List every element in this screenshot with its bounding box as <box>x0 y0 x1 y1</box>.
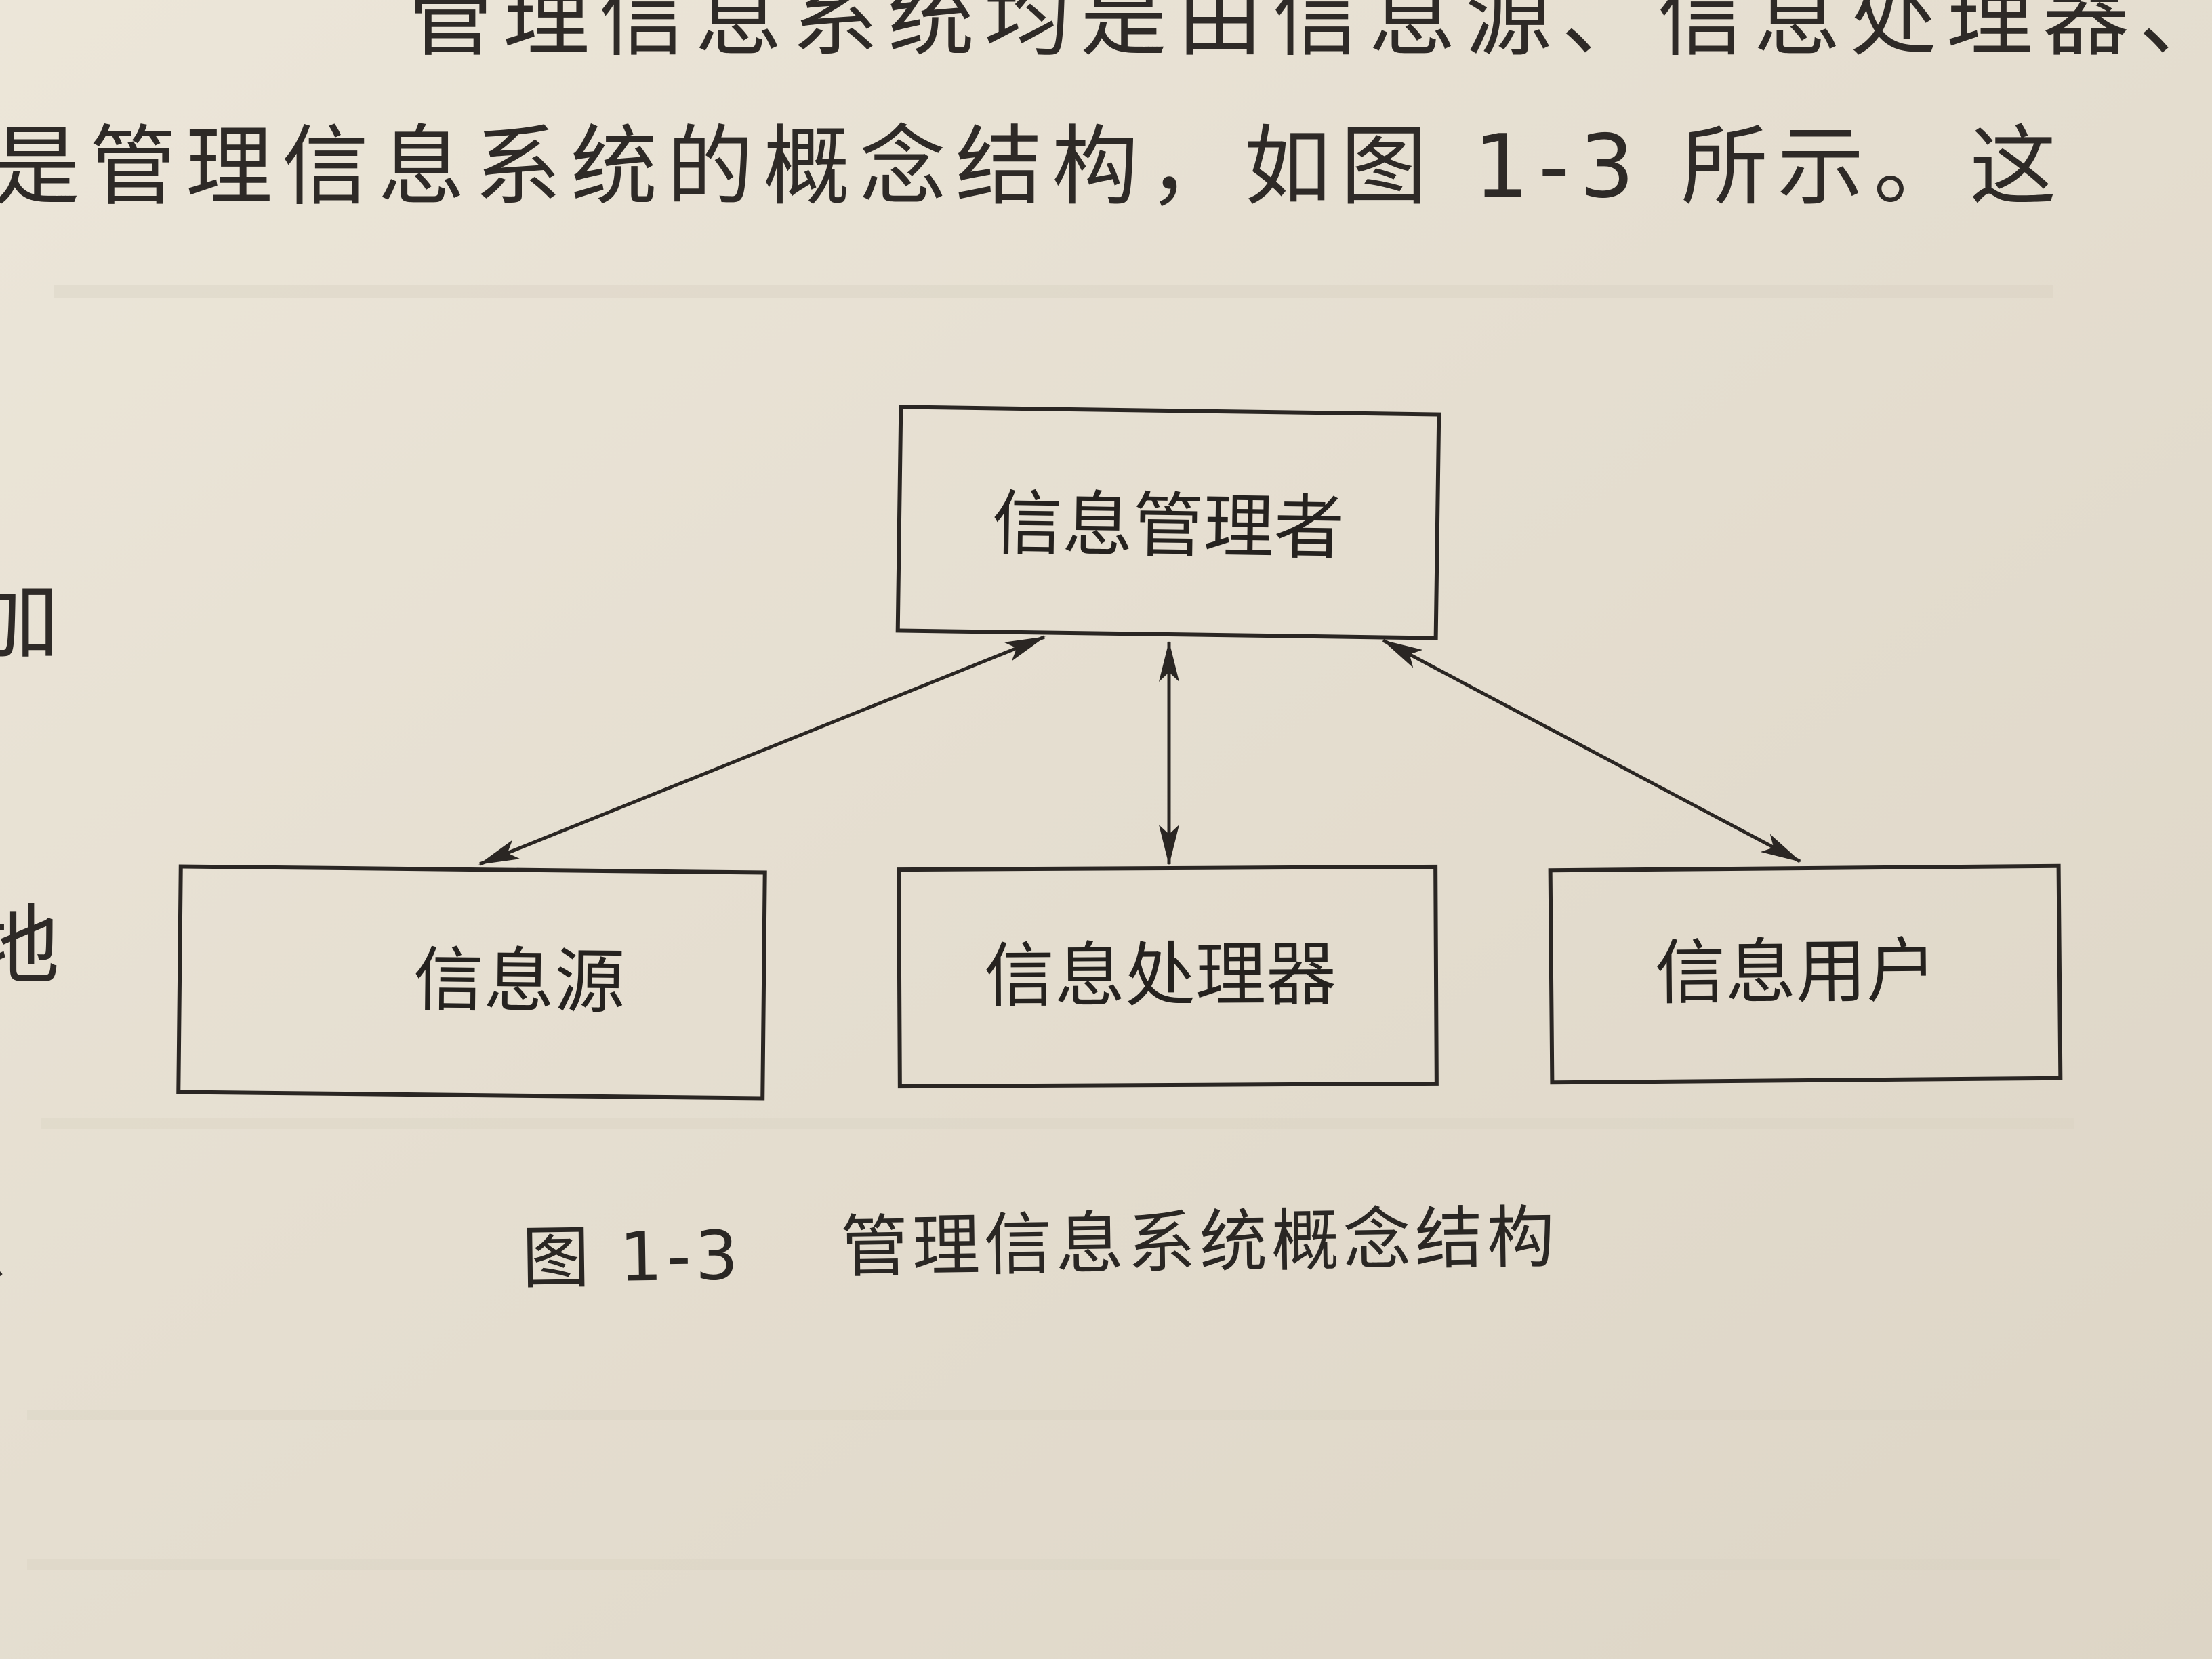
margin-char-1: 加 <box>0 571 69 672</box>
node-source-box <box>176 864 767 1101</box>
node-user-box <box>1548 863 2063 1085</box>
edge-manager-user <box>1382 638 1801 863</box>
node-source-label: 信息源 <box>413 939 625 1023</box>
node-processor-box <box>897 864 1439 1089</box>
node-user-label: 信息用户 <box>1654 929 1937 1015</box>
node-processor-label: 信息处理器 <box>984 933 1337 1018</box>
node-source: 信息源 <box>176 864 767 1101</box>
margin-char-3: 、 <box>0 1194 69 1295</box>
node-manager: 信息管理者 <box>895 405 1441 640</box>
edge-manager-source <box>478 635 1046 866</box>
node-user: 信息用户 <box>1548 863 2063 1085</box>
body-text-line-2: 是管理信息系统的概念结构，如图 1-3 所示。这 <box>0 117 2066 218</box>
node-manager-label: 信息管理者 <box>991 482 1345 569</box>
caption-title: 管理信息系统概念结构 <box>840 1197 1559 1287</box>
figure-caption: 图 1-3 管理信息系统概念结构 <box>521 1197 1559 1298</box>
margin-char-2: 地 <box>0 896 69 997</box>
node-processor: 信息处理器 <box>897 864 1439 1089</box>
bleed-through-text <box>27 285 2074 1570</box>
body-text-line-1: 管理信息系统均是由信息源、信息处理器、 <box>407 0 2212 68</box>
concept-diagram: 信息管理者 信息源 信息处理器 信息用户 <box>176 405 2063 1101</box>
node-manager-box <box>895 405 1441 640</box>
caption-number: 图 1-3 <box>521 1216 743 1298</box>
